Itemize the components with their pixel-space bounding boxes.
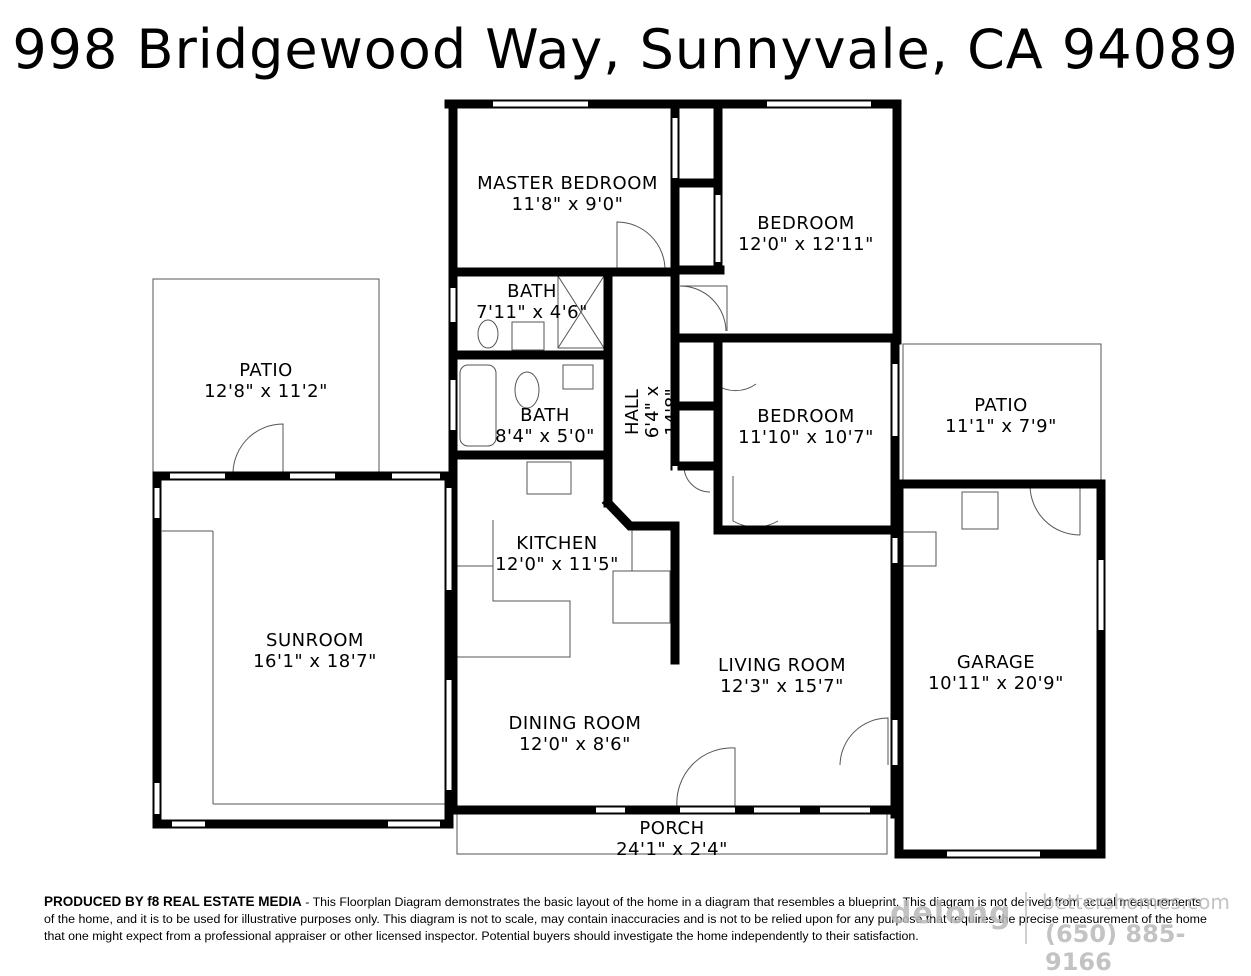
room-name: BEDROOM bbox=[757, 406, 855, 427]
footer-disclaimer: PRODUCED BY f8 REAL ESTATE MEDIA - This … bbox=[44, 893, 1209, 945]
room-dims: 10'11" x 20'9" bbox=[928, 673, 1064, 694]
room-dims: 12'0" x 11'5" bbox=[495, 554, 619, 575]
room-label-bath-2: BATH 8'4" x 5'0" bbox=[480, 405, 610, 447]
room-label-hall: HALL 6'4" x 14'8" bbox=[622, 367, 683, 457]
disclaimer-text: - This Floorplan Diagram demonstrates th… bbox=[44, 895, 1207, 943]
room-label-kitchen: KITCHEN 12'0" x 11'5" bbox=[487, 533, 627, 575]
room-name: BATH bbox=[520, 405, 570, 426]
divider bbox=[1025, 892, 1027, 944]
room-name: GARAGE bbox=[956, 652, 1036, 673]
room-label-bedroom-2: BEDROOM 11'10" x 10'7" bbox=[722, 406, 890, 448]
producer-credit: PRODUCED BY f8 REAL ESTATE MEDIA bbox=[44, 894, 302, 909]
page-title: 998 Bridgewood Way, Sunnyvale, CA 94089 bbox=[12, 18, 1239, 81]
room-dims: 16'1" x 18'7" bbox=[253, 651, 377, 672]
room-dims: 11'10" x 10'7" bbox=[738, 427, 874, 448]
room-name: HALL bbox=[622, 389, 643, 435]
room-name: BEDROOM bbox=[757, 213, 855, 234]
room-name: LIVING ROOM bbox=[718, 655, 846, 676]
room-dims: 7'11" x 4'6" bbox=[476, 302, 588, 323]
phone-number: (650) 885-9166 bbox=[1045, 920, 1186, 976]
room-name: KITCHEN bbox=[516, 533, 598, 554]
room-label-patio-1: PATIO 12'8" x 11'2" bbox=[170, 360, 362, 402]
room-name: PORCH bbox=[639, 818, 705, 839]
room-label-bedroom-1: BEDROOM 12'0" x 12'11" bbox=[722, 213, 890, 255]
room-label-porch: PORCH 24'1" x 2'4" bbox=[590, 818, 754, 860]
agent-watermark: delong bettershomes.com (650) 885-9166 bbox=[880, 886, 1240, 976]
room-label-sunroom: SUNROOM 16'1" x 18'7" bbox=[220, 630, 410, 672]
room-dims: 24'1" x 2'4" bbox=[616, 839, 728, 860]
room-dims: 8'4" x 5'0" bbox=[495, 426, 595, 447]
room-name: SUNROOM bbox=[266, 630, 364, 651]
room-name: MASTER BEDROOM bbox=[477, 173, 658, 194]
room-label-living-room: LIVING ROOM 12'3" x 15'7" bbox=[690, 655, 874, 697]
room-dims: 12'0" x 8'6" bbox=[519, 734, 631, 755]
room-dims: 12'0" x 12'11" bbox=[738, 234, 874, 255]
room-name: PATIO bbox=[239, 360, 293, 381]
brand-logo: delong bbox=[890, 896, 1012, 931]
room-dims: 11'8" x 9'0" bbox=[511, 194, 624, 215]
room-name: BATH bbox=[507, 281, 557, 302]
room-dims: 12'3" x 15'7" bbox=[720, 676, 844, 697]
room-dims: 11'1" x 7'9" bbox=[945, 416, 1057, 437]
room-name: PATIO bbox=[974, 395, 1028, 416]
room-label-master-bedroom: MASTER BEDROOM 11'8" x 9'0" bbox=[460, 173, 675, 215]
room-label-bath-1: BATH 7'11" x 4'6" bbox=[457, 281, 607, 323]
room-label-patio-2: PATIO 11'1" x 7'9" bbox=[910, 395, 1092, 437]
room-label-dining-room: DINING ROOM 12'0" x 8'6" bbox=[490, 713, 660, 755]
room-label-garage: GARAGE 10'11" x 20'9" bbox=[910, 652, 1082, 694]
room-dims: 6'4" x 14'8" bbox=[642, 385, 683, 439]
room-name: DINING ROOM bbox=[508, 713, 642, 734]
room-dims: 12'8" x 11'2" bbox=[204, 381, 328, 402]
website-text: bettershomes.com bbox=[1042, 890, 1230, 914]
